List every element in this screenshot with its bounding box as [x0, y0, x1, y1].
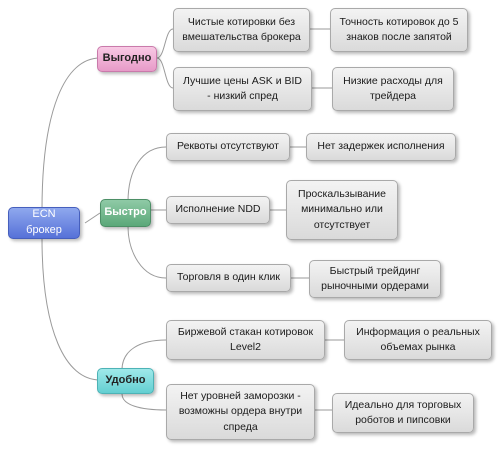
benefit-node[interactable]: Идеально для торговых роботов и пипсовки — [332, 393, 474, 433]
feature-node[interactable]: Исполнение NDD — [166, 196, 270, 224]
benefit-label: Точность котировок до 5 знаков после зап… — [339, 15, 459, 43]
feature-node[interactable]: Торговля в один клик — [166, 264, 291, 292]
benefit-node[interactable]: Нет задержек исполнения — [306, 133, 456, 161]
benefit-node[interactable]: Низкие расходы для трейдера — [332, 67, 454, 111]
feature-label: Торговля в один клик — [177, 271, 280, 284]
connector-bystro-row1 — [127, 146, 167, 203]
benefit-node[interactable]: Проскальзывание минимально или отсутству… — [286, 180, 398, 240]
connector-udobno-row2 — [121, 393, 167, 411]
connector-vygodno-row2 — [156, 57, 174, 89]
category-label: Удобно — [105, 374, 146, 387]
benefit-node[interactable]: Быстрый трейдинг рыночными ордерами — [309, 260, 441, 298]
benefit-node[interactable]: Точность котировок до 5 знаков после зап… — [330, 8, 468, 52]
benefit-label: Идеально для торговых роботов и пипсовки — [344, 398, 462, 426]
feature-label: Нет уровней заморозки - возможны ордера … — [178, 390, 303, 433]
benefit-label: Информация о реальных объемах рынка — [356, 325, 480, 353]
connector-vygodno-row1 — [156, 28, 174, 59]
category-label: Выгодно — [102, 52, 152, 65]
feature-node[interactable]: Чистые котировки без вмешательства броке… — [173, 8, 310, 52]
feature-label: Биржевой стакан котировок Level2 — [177, 325, 314, 353]
feature-label: Реквоты отсутствуют — [177, 140, 279, 153]
category-bystro[interactable]: Быстро — [100, 199, 151, 227]
benefit-label: Нет задержек исполнения — [317, 140, 445, 153]
connector-root-vygodno — [41, 57, 101, 211]
feature-label: Лучшие цены ASK и BID - низкий спред — [183, 74, 302, 102]
category-udobno[interactable]: Удобно — [97, 368, 154, 394]
root-label: ECN брокер — [26, 208, 62, 236]
root-node[interactable]: ECN брокер — [8, 207, 80, 239]
connector-bystro-row3 — [127, 225, 167, 279]
benefit-label: Быстрый трейдинг рыночными ордерами — [321, 264, 429, 292]
connector-root-bystro — [84, 212, 101, 224]
feature-label: Исполнение NDD — [175, 203, 261, 216]
category-vygodno[interactable]: Выгодно — [97, 46, 157, 72]
benefit-label: Низкие расходы для трейдера — [343, 74, 443, 102]
feature-node[interactable]: Биржевой стакан котировок Level2 — [166, 320, 325, 360]
benefit-node[interactable]: Информация о реальных объемах рынка — [344, 320, 492, 360]
connector-udobno-row1 — [121, 339, 167, 371]
feature-label: Чистые котировки без вмешательства броке… — [182, 15, 301, 43]
feature-node[interactable]: Лучшие цены ASK и BID - низкий спред — [173, 67, 312, 111]
benefit-label: Проскальзывание минимально или отсутству… — [298, 188, 386, 231]
feature-node[interactable]: Нет уровней заморозки - возможны ордера … — [166, 384, 315, 440]
feature-node[interactable]: Реквоты отсутствуют — [166, 133, 290, 161]
connector-root-udobno — [41, 237, 101, 381]
category-label: Быстро — [104, 206, 147, 219]
